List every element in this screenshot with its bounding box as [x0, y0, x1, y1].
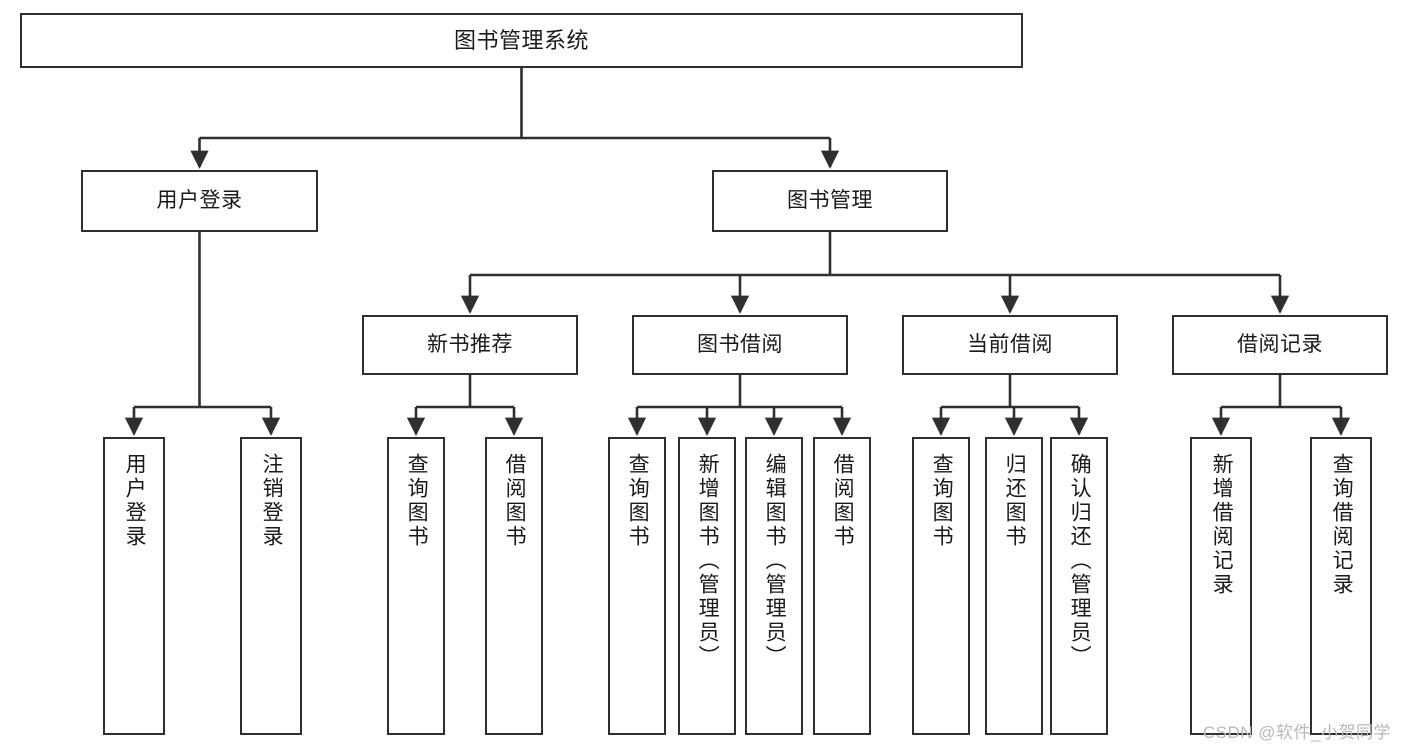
node-label: 借阅图书 [831, 453, 855, 549]
node-label: 用户登录 [156, 188, 243, 212]
node-level2-0[interactable]: 用户登录 [81, 170, 318, 232]
node-level3-3[interactable]: 借阅记录 [1172, 315, 1388, 375]
node-level3-2[interactable]: 当前借阅 [902, 315, 1118, 375]
node-leaf-12[interactable]: 查询借阅记录 [1310, 437, 1372, 735]
node-level2-1[interactable]: 图书管理 [712, 170, 948, 232]
node-level3-0[interactable]: 新书推荐 [362, 315, 578, 375]
node-label: 查询借阅记录 [1330, 453, 1354, 597]
node-label: 查询图书 [930, 453, 954, 549]
node-label: 确认归还（管理员） [1068, 453, 1092, 669]
node-level3-1[interactable]: 图书借阅 [632, 315, 848, 375]
csdn-watermark: CSDN @软件_小贺同学 [1202, 723, 1391, 742]
node-label: 查询图书 [405, 453, 429, 549]
node-leaf-3[interactable]: 借阅图书 [485, 437, 543, 735]
node-label: 图书管理 [787, 188, 873, 212]
node-label: 新增借阅记录 [1210, 453, 1234, 597]
node-leaf-5[interactable]: 新增图书（管理员） [678, 437, 736, 735]
node-leaf-7[interactable]: 借阅图书 [813, 437, 871, 735]
node-label: 归还图书 [1003, 453, 1027, 549]
node-label: 注销登录 [260, 453, 284, 549]
node-leaf-1[interactable]: 注销登录 [240, 437, 302, 735]
node-leaf-8[interactable]: 查询图书 [912, 437, 970, 735]
node-leaf-10[interactable]: 确认归还（管理员） [1050, 437, 1108, 735]
node-leaf-0[interactable]: 用户登录 [103, 437, 165, 735]
node-leaf-2[interactable]: 查询图书 [387, 437, 445, 735]
node-root-system[interactable]: 图书管理系统 [20, 13, 1023, 68]
node-label: 新书推荐 [427, 332, 513, 356]
node-label: 查询图书 [626, 453, 650, 549]
node-leaf-4[interactable]: 查询图书 [608, 437, 666, 735]
node-label: 图书管理系统 [453, 27, 589, 53]
node-label: 借阅记录 [1237, 332, 1323, 356]
node-label: 用户登录 [123, 453, 147, 549]
node-label: 编辑图书（管理员） [763, 453, 787, 669]
node-leaf-11[interactable]: 新增借阅记录 [1190, 437, 1252, 735]
node-label: 图书借阅 [697, 332, 783, 356]
node-label: 借阅图书 [503, 453, 527, 549]
node-leaf-9[interactable]: 归还图书 [985, 437, 1043, 735]
node-label: 当前借阅 [967, 332, 1053, 356]
node-label: 新增图书（管理员） [696, 453, 720, 669]
node-leaf-6[interactable]: 编辑图书（管理员） [745, 437, 803, 735]
